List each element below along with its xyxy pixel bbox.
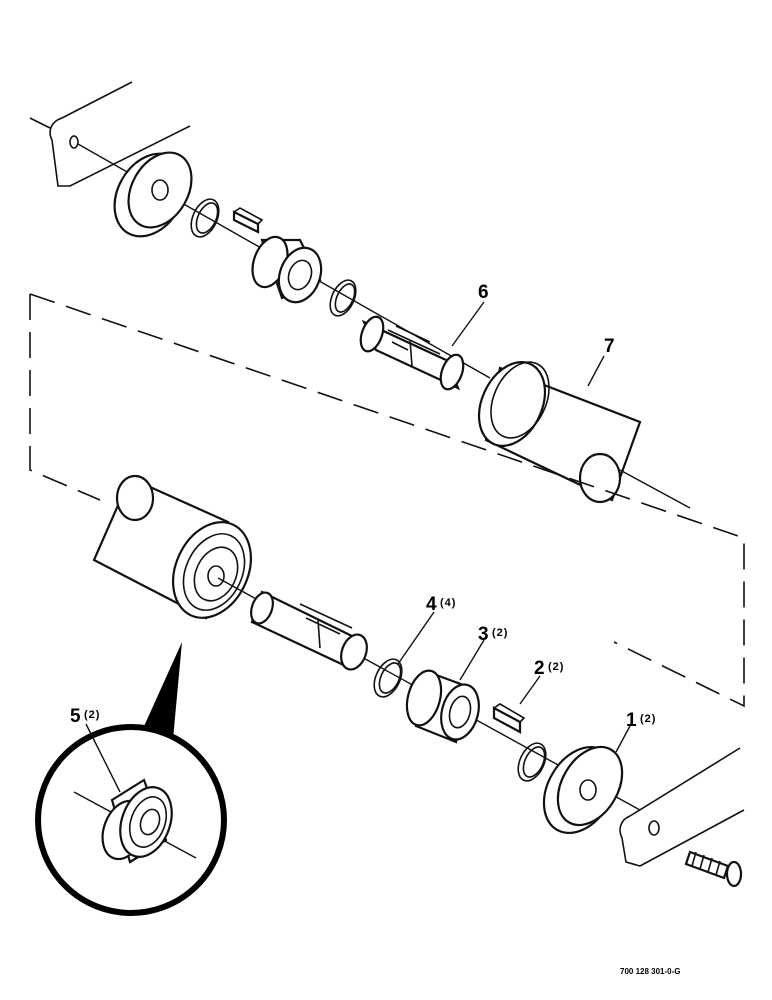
leader-4 xyxy=(397,611,435,665)
lower-drum xyxy=(92,474,252,620)
callout-7-number: 7 xyxy=(604,336,615,357)
callout-5: 5 (2) xyxy=(70,706,100,727)
assembly-dashed-outline xyxy=(29,293,745,708)
upper-snap-ring xyxy=(190,198,220,238)
callout-6-number: 6 xyxy=(478,282,489,303)
callout-5-number: 5 xyxy=(70,706,81,727)
bearing-3 xyxy=(405,669,480,744)
detail-pointer xyxy=(136,642,182,750)
callout-3-quantity: (2) xyxy=(492,627,508,639)
key-2 xyxy=(492,703,526,734)
upper-snap-ring-2 xyxy=(329,279,357,317)
callout-3: 3 (2) xyxy=(478,624,508,645)
upper-key xyxy=(232,207,264,234)
callout-3-number: 3 xyxy=(478,624,489,645)
callout-4: 4 (4) xyxy=(426,594,456,615)
document-number: 700 128 301-0-G xyxy=(620,967,681,976)
roller-7 xyxy=(477,361,691,509)
callout-leaders xyxy=(85,301,631,793)
bolt xyxy=(684,850,743,888)
upper-frame-bracket xyxy=(29,81,191,187)
leader-2 xyxy=(519,675,541,705)
leader-3 xyxy=(459,639,485,681)
callout-6: 6 xyxy=(478,282,489,303)
lower-assembly xyxy=(92,474,745,888)
leader-7 xyxy=(587,355,605,387)
callout-7: 7 xyxy=(604,336,615,357)
callout-1-quantity: (2) xyxy=(640,713,656,725)
detail-view xyxy=(35,642,227,916)
snap-ring-4 xyxy=(373,658,403,698)
upper-end-plate xyxy=(113,151,193,238)
callout-2-quantity: (2) xyxy=(548,661,564,673)
callout-1-number: 1 xyxy=(626,710,637,731)
callout-5-quantity: (2) xyxy=(84,709,100,721)
lower-frame-bracket xyxy=(619,747,745,867)
callout-1: 1 (2) xyxy=(626,710,656,731)
upper-assembly xyxy=(29,81,691,509)
callout-4-number: 4 xyxy=(426,594,437,615)
callout-2-number: 2 xyxy=(534,658,545,679)
upper-bearing xyxy=(251,235,323,304)
lower-snap-ring-2 xyxy=(517,742,547,782)
leader-1 xyxy=(615,725,631,753)
leader-5 xyxy=(85,723,121,793)
callout-2: 2 (2) xyxy=(534,658,564,679)
bearing-5 xyxy=(101,778,173,864)
shaft-6 xyxy=(359,315,465,391)
lower-shaft xyxy=(250,590,368,671)
leader-6 xyxy=(451,301,485,347)
callout-4-quantity: (4) xyxy=(440,597,456,609)
end-plate-1 xyxy=(542,745,624,835)
